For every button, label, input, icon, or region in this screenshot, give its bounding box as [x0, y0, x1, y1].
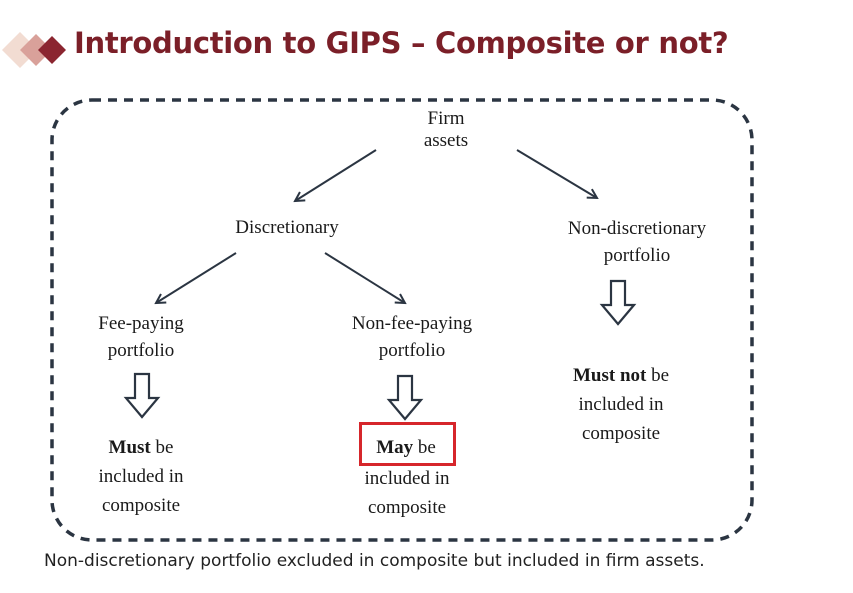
arrow-discretionary-to-feepaying	[156, 252, 237, 303]
node-discretionary: Discretionary	[235, 217, 339, 238]
node-firm-assets: Firm assets	[424, 108, 468, 152]
outcome-non-fee-paying-keyword: May	[376, 437, 414, 458]
node-fee-paying-line1: Fee-paying	[98, 313, 184, 334]
node-non-fee-paying: Non-fee-paying portfolio	[352, 310, 472, 364]
node-non-discretionary-line1: Non-discretionary	[567, 218, 707, 239]
outcome-non-fee-paying-line3: composite	[367, 497, 447, 518]
arrow-discretionary-to-nonfeepaying	[324, 252, 405, 303]
dashed-frame	[50, 98, 754, 542]
outcome-non-fee-paying-lower: included in composite	[365, 464, 450, 522]
outcome-non-discretionary-line3: composite	[581, 423, 661, 444]
outcome-fee-paying: Must be included in composite	[99, 433, 184, 520]
arrow-firm-to-discretionary	[295, 149, 377, 201]
node-non-discretionary-line2: portfolio	[603, 245, 671, 266]
outcome-non-fee-paying: May be	[376, 433, 436, 462]
outcome-fee-paying-line3: composite	[101, 495, 181, 516]
outcome-fee-paying-line2: included in	[98, 466, 184, 487]
arrow-firm-to-nondiscretionary	[516, 149, 597, 198]
node-non-discretionary: Non-discretionary portfolio	[568, 215, 706, 269]
page-title: Introduction to GIPS – Composite or not?	[74, 26, 729, 60]
outcome-non-discretionary-keyword: Must not	[572, 365, 647, 386]
down-arrow-icon	[599, 279, 637, 326]
outcome-non-discretionary: Must not be included in composite	[573, 361, 669, 448]
footer-note: Non-discretionary portfolio excluded in …	[44, 551, 705, 571]
node-non-fee-paying-line2: portfolio	[378, 340, 446, 361]
outcome-non-fee-paying-rest: be	[413, 437, 436, 458]
outcome-non-discretionary-rest: be	[646, 365, 670, 386]
outcome-non-discretionary-line2: included in	[578, 394, 664, 415]
down-arrow-icon	[386, 374, 424, 421]
down-arrow-icon	[123, 372, 161, 419]
node-fee-paying: Fee-paying portfolio	[98, 310, 183, 364]
node-non-fee-paying-line1: Non-fee-paying	[351, 313, 473, 334]
highlight-box	[359, 422, 456, 466]
outcome-fee-paying-keyword: Must	[108, 437, 151, 458]
node-firm-assets-line2: assets	[423, 130, 469, 151]
outcome-non-fee-paying-line2: included in	[364, 468, 450, 489]
title-diamond-icon	[2, 32, 66, 68]
node-fee-paying-line2: portfolio	[107, 340, 175, 361]
outcome-fee-paying-rest: be	[150, 437, 174, 458]
node-firm-assets-line1: Firm	[427, 108, 465, 129]
